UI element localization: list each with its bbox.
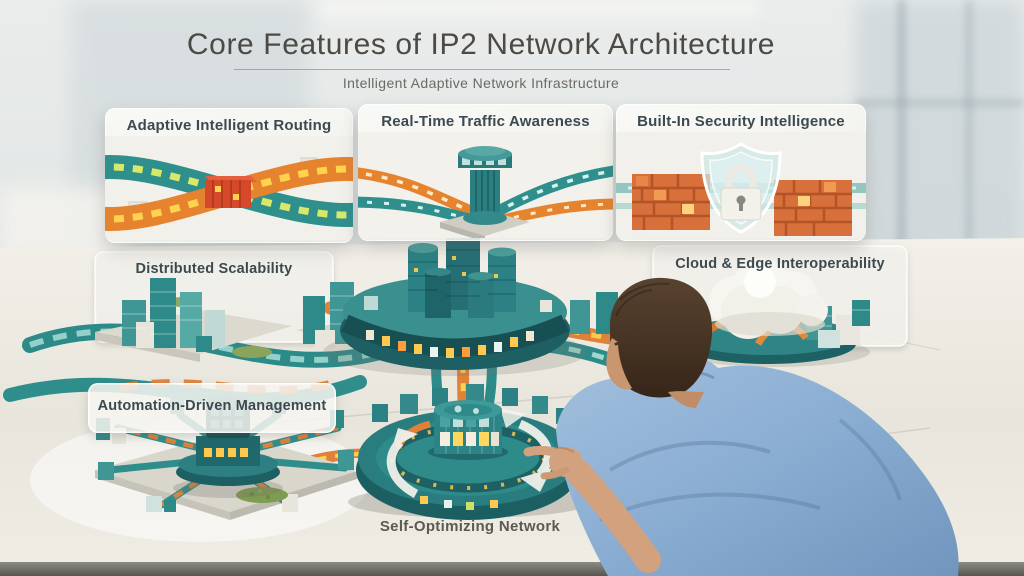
control-tower-icon — [440, 146, 530, 238]
card-adaptive-intelligent-routing: Adaptive Intelligent Routing — [105, 108, 353, 243]
firewall-left-icon — [632, 174, 710, 230]
firewall-right-icon — [774, 180, 852, 236]
background-window-mullion-2 — [966, 0, 972, 300]
man-arm-hand — [523, 445, 661, 573]
pointing-man — [523, 277, 959, 576]
hub-towers — [408, 228, 516, 318]
core-node-cylinder — [428, 400, 508, 460]
panel-label-distributed-scalability: Distributed Scalability — [135, 261, 293, 277]
traffic-tower-illustration — [358, 132, 613, 238]
self-optimizing-platform — [348, 384, 592, 520]
cloud-platform — [680, 258, 870, 367]
security-shield-icon — [700, 142, 782, 234]
page-subtitle: Intelligent Adaptive Network Infrastruct… — [342, 75, 620, 91]
card-label: Real-Time Traffic Awareness — [381, 113, 590, 130]
card-label: Adaptive Intelligent Routing — [126, 117, 332, 134]
background-window-bar — [856, 100, 1024, 106]
security-shield-illustration — [616, 132, 866, 238]
panel-label-automation-driven-management: Automation-Driven Management — [97, 398, 327, 414]
title-divider — [234, 69, 730, 70]
routing-crossroads-illustration — [105, 136, 353, 240]
router-block-icon — [205, 176, 257, 208]
cloud-icon — [709, 258, 828, 339]
panel-automation-glass: Automation-Driven Management — [88, 383, 336, 433]
floor-label-self-optimizing-network: Self-Optimizing Network — [379, 518, 561, 535]
front-rim-lights — [420, 496, 498, 510]
page-title: Core Features of IP2 Network Architectur… — [186, 28, 776, 61]
circular-arrows-icon — [386, 408, 553, 498]
lock-icon — [720, 164, 762, 221]
background-window-mullion — [898, 0, 905, 310]
panel-label-cloud-edge-interoperability: Cloud & Edge Interoperability — [675, 256, 885, 272]
central-hub — [323, 228, 587, 376]
card-label: Built-In Security Intelligence — [637, 113, 845, 130]
man-head — [606, 277, 713, 408]
hub-window-lights — [366, 330, 534, 358]
background-ceiling-light — [320, 0, 760, 16]
card-real-time-traffic-awareness: Real-Time Traffic Awareness — [358, 104, 613, 241]
card-built-in-security-intelligence: Built-In Security Intelligence — [616, 104, 866, 241]
